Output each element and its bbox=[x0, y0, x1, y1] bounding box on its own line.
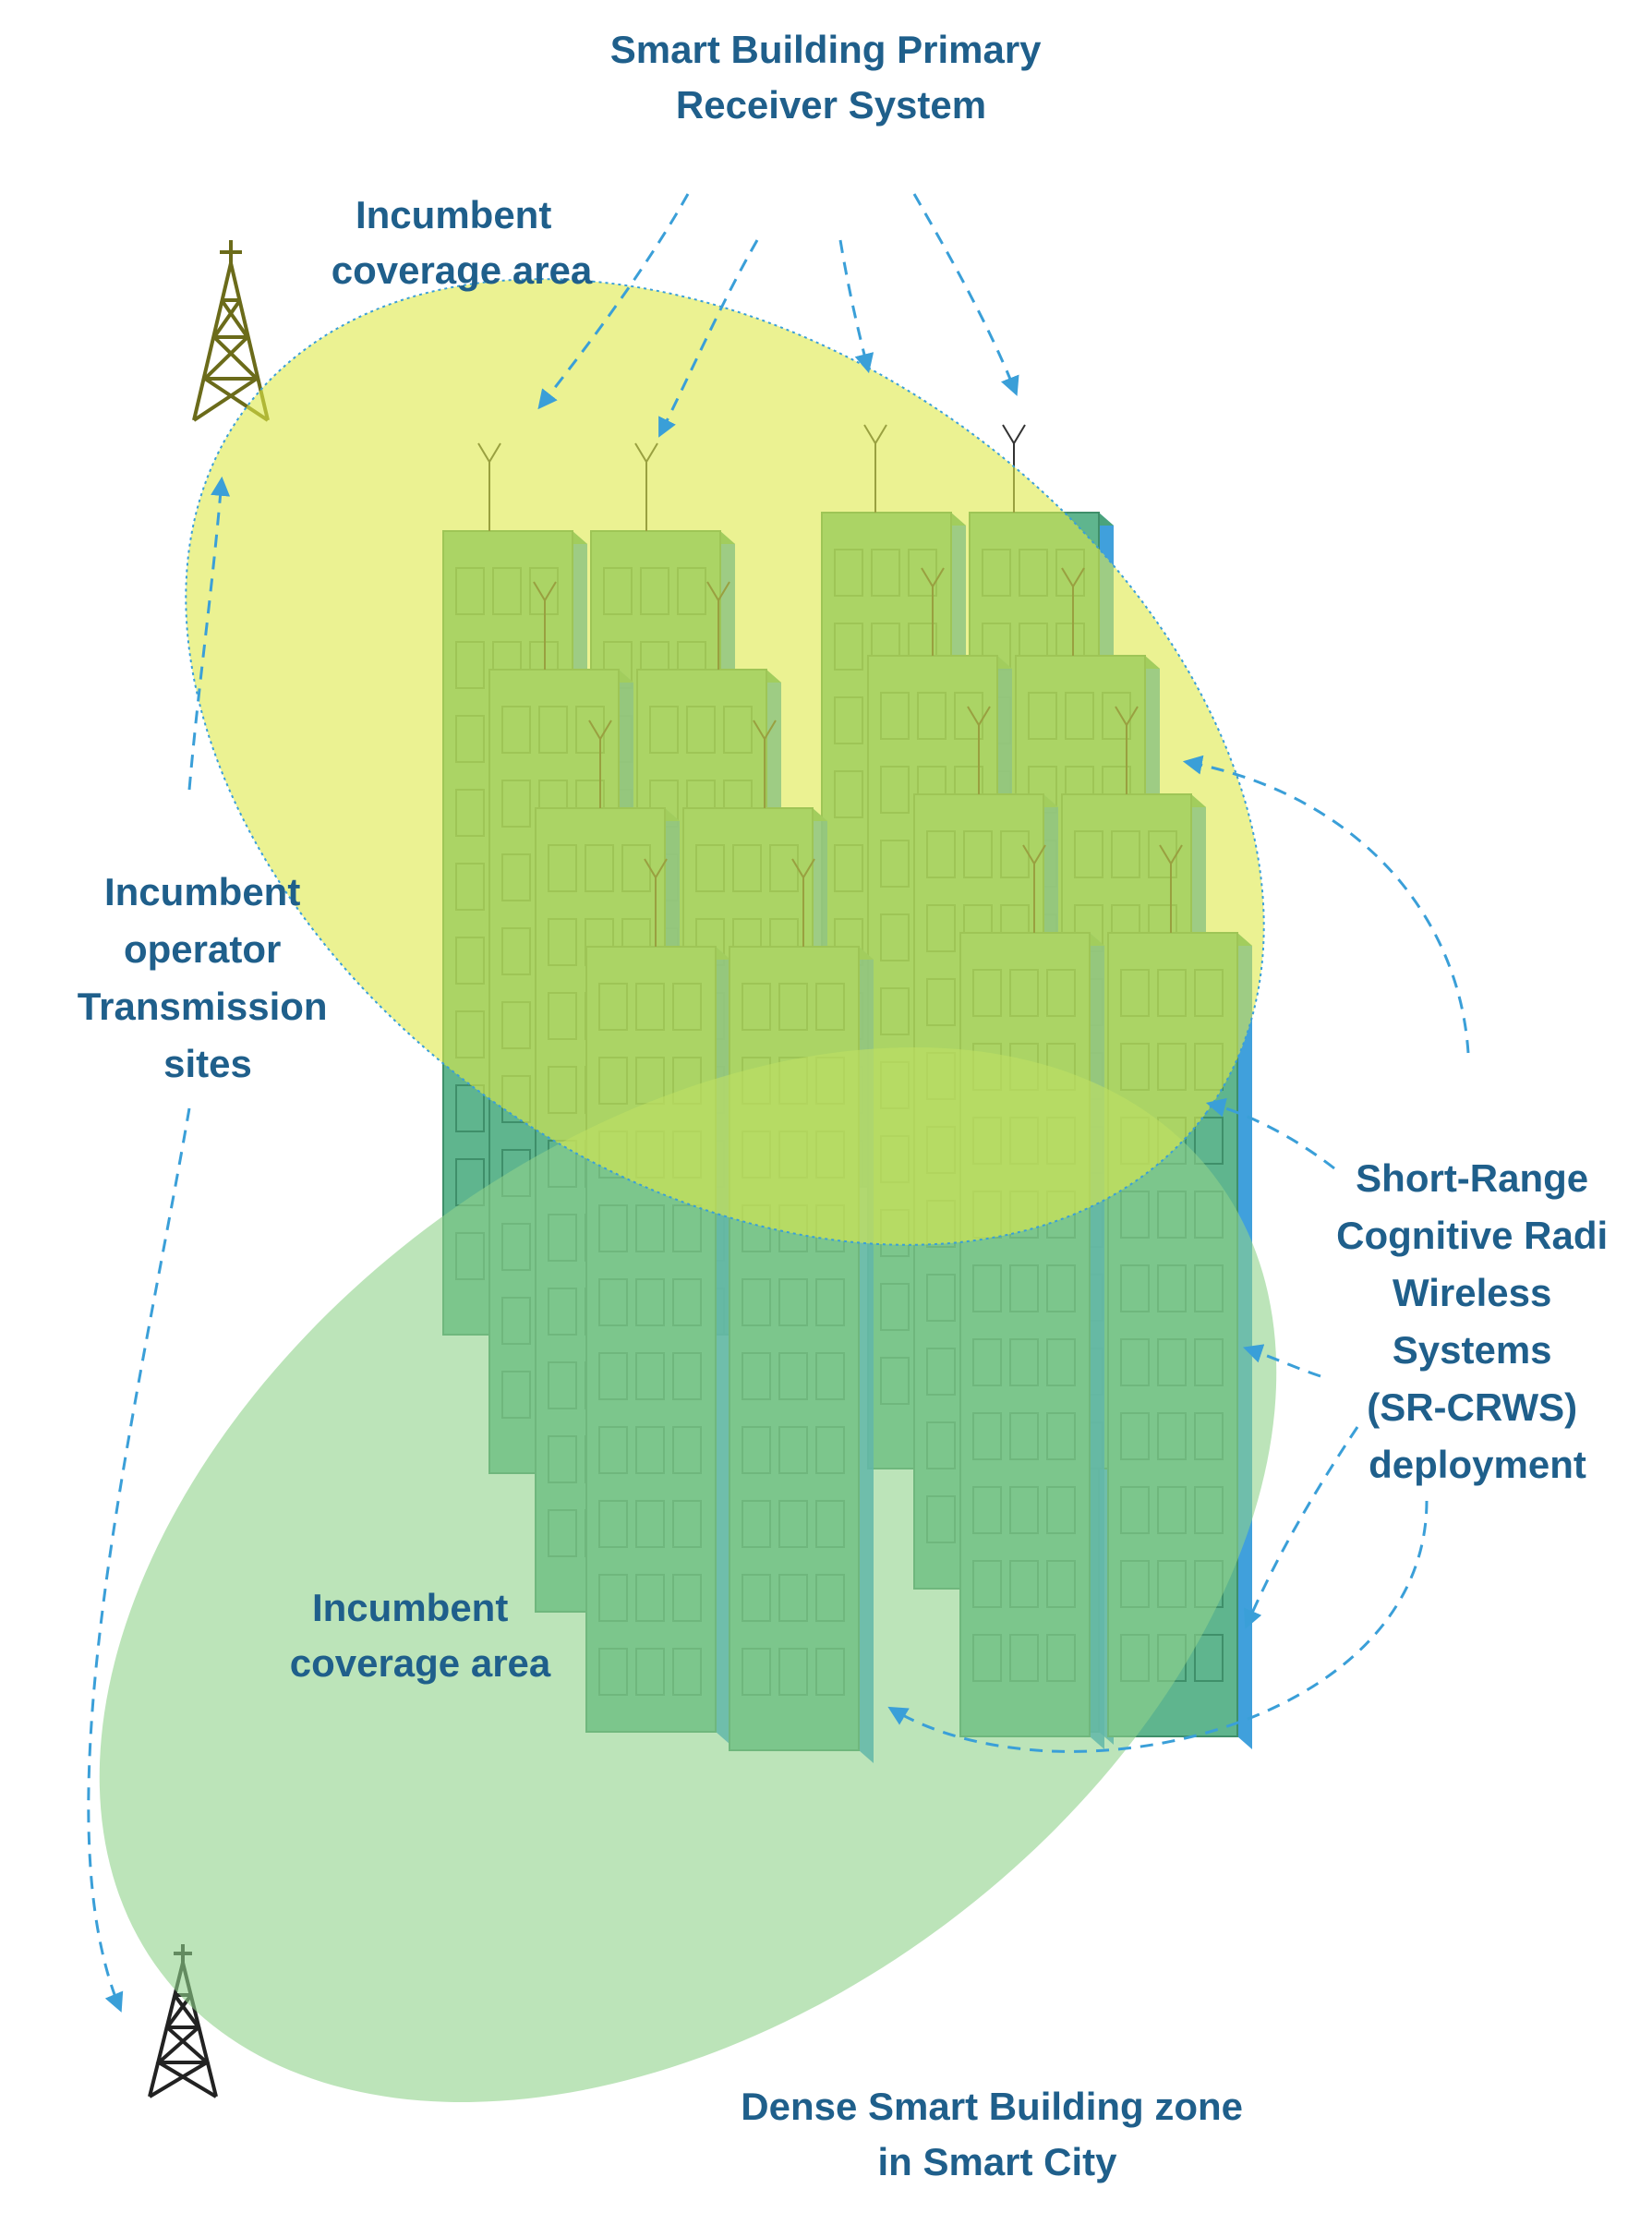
sr-crws-line-4: Systems bbox=[1393, 1328, 1552, 1372]
primary-receiver-line-2: Receiver System bbox=[676, 83, 986, 127]
coverage-bottom-line-2: coverage area bbox=[290, 1641, 551, 1685]
primary-receiver-label: Smart Building Primary Receiver System bbox=[610, 28, 1052, 127]
sr-crws-line-6: deployment bbox=[1369, 1443, 1586, 1486]
sr-crws-label: Short-Range Cognitive Radi Wireless Syst… bbox=[1336, 1156, 1619, 1486]
arrows bbox=[87, 193, 1470, 2013]
transmission-sites-line-1: Incumbent bbox=[104, 870, 300, 913]
coverage-top-label: Incumbent coverage area bbox=[332, 193, 593, 292]
zone-line-1: Dense Smart Building zone bbox=[741, 2085, 1243, 2128]
incumbent-coverage-area-bottom bbox=[99, 1046, 1277, 2103]
coverage-top-line-2: coverage area bbox=[332, 248, 593, 292]
transmission-sites-label: Incumbent operator Transmission sites bbox=[78, 870, 338, 1085]
zone-line-2: in Smart City bbox=[877, 2140, 1117, 2183]
transmission-sites-line-4: sites bbox=[163, 1042, 252, 1085]
coverage-top-line-1: Incumbent bbox=[356, 193, 551, 236]
transmission-sites-line-3: Transmission bbox=[78, 985, 328, 1028]
sr-crws-line-5: (SR-CRWS) bbox=[1367, 1385, 1577, 1429]
sr-crws-line-3: Wireless bbox=[1393, 1271, 1551, 1314]
primary-receiver-line-1: Smart Building Primary bbox=[610, 28, 1042, 71]
coverage-bottom-line-1: Incumbent bbox=[312, 1586, 508, 1629]
sr-crws-line-2: Cognitive Radi bbox=[1336, 1214, 1608, 1257]
zone-label: Dense Smart Building zone in Smart City bbox=[741, 2085, 1253, 2183]
sr-crws-line-1: Short-Range bbox=[1356, 1156, 1588, 1200]
coverage-bottom-label: Incumbent coverage area bbox=[290, 1586, 551, 1685]
transmission-sites-line-2: operator bbox=[124, 927, 281, 971]
